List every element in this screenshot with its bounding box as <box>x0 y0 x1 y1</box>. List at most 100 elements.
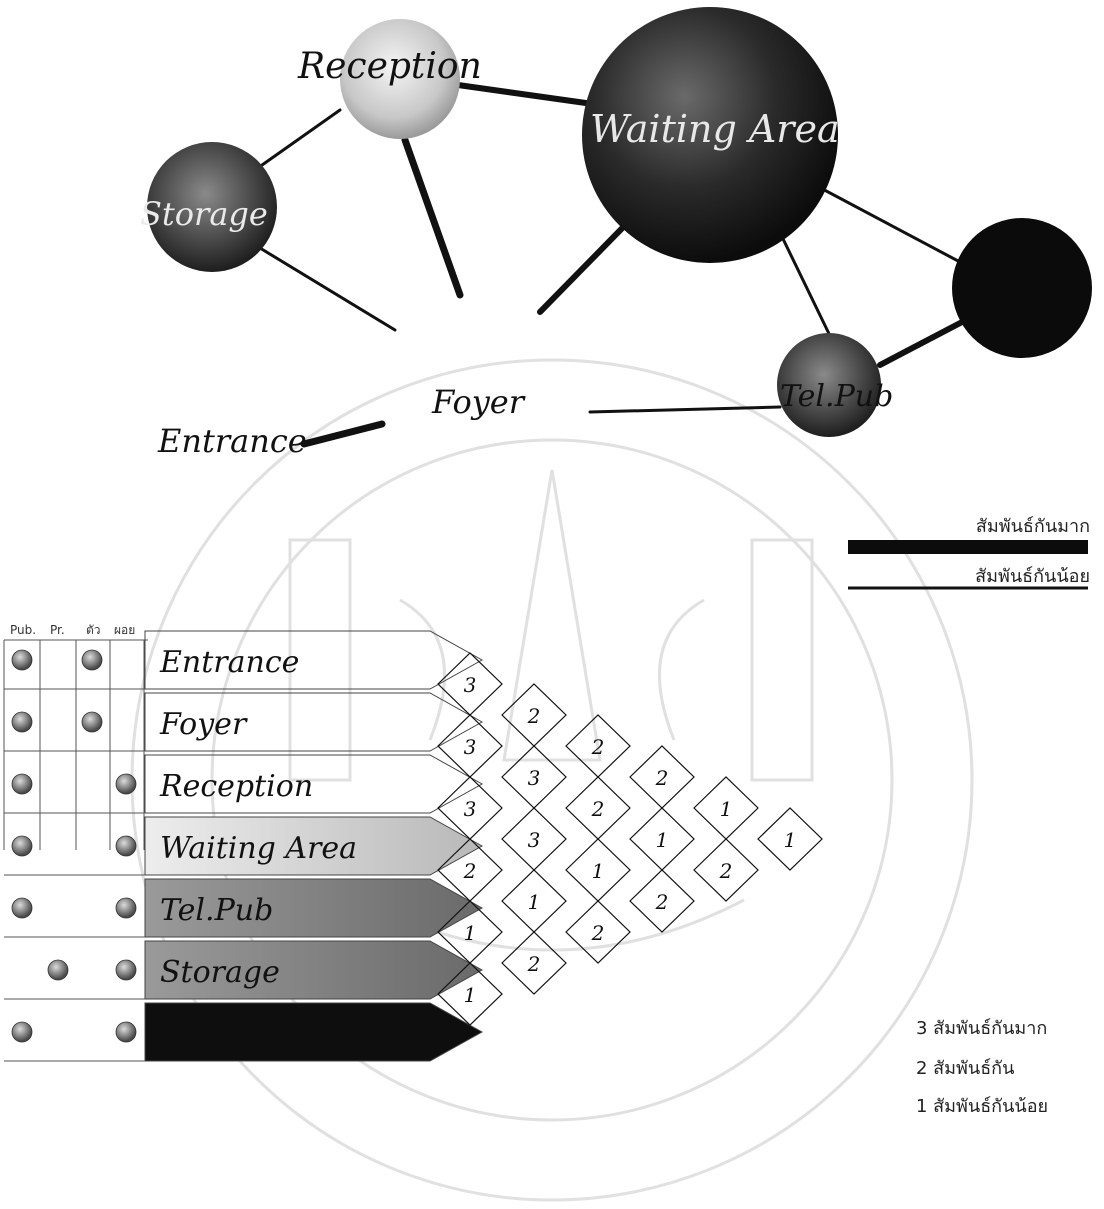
matrix-row-label: Reception <box>159 769 313 804</box>
legend-number-3: 3 สัมพันธ์กันมาก <box>916 1018 1047 1039</box>
matrix-cell <box>629 807 695 871</box>
matrix-row-dot <box>81 711 103 733</box>
matrix-cell <box>693 776 759 840</box>
label-entrance: Entrance <box>157 422 307 460</box>
matrix-row-label: Foyer <box>159 707 248 742</box>
legend-weak-label: สัมพันธ์กันน้อย <box>975 566 1090 587</box>
legend-strong-label: สัมพันธ์กันมาก <box>976 516 1090 537</box>
matrix-cell <box>437 962 503 1026</box>
link-entrance-foyer <box>300 420 386 448</box>
label-foyer: Foyer <box>431 383 526 421</box>
bubbles <box>147 7 1092 437</box>
link-foyer-telpub <box>588 405 782 414</box>
matrix-row-shape <box>144 816 484 876</box>
matrix-cell-value: 1 <box>656 828 669 852</box>
matrix-left-grid <box>3 639 148 850</box>
matrix-cell <box>437 900 503 964</box>
matrix-row-dot <box>115 1021 137 1043</box>
matrix-cell-value: 2 <box>591 921 605 945</box>
link-reception-waiting <box>455 82 603 108</box>
label-storage: Storage <box>140 195 268 233</box>
matrix-row-dot <box>81 649 103 671</box>
matrix-row-dot <box>11 773 33 795</box>
matrix-cell-value: 2 <box>527 704 541 728</box>
matrix-cell <box>501 683 567 747</box>
matrix-cell-value: 2 <box>591 735 605 759</box>
matrix-cell-value: 3 <box>464 797 477 821</box>
matrix-row-shape <box>144 1002 484 1062</box>
matrix-row-shape <box>144 940 484 1000</box>
number-legend: 3 สัมพันธ์กันมาก 2 สัมพันธ์กัน 1 สัมพันธ… <box>916 1018 1048 1117</box>
bubble-reception <box>340 19 460 139</box>
matrix-cell <box>501 807 567 871</box>
matrix-row-shape <box>144 878 484 938</box>
matrix-cell-value: 3 <box>464 673 477 697</box>
matrix-row-label: Waiting Area <box>160 831 357 866</box>
matrix-cell-value: 1 <box>464 983 477 1007</box>
matrix-row-dot <box>115 897 137 919</box>
matrix-row-label: Tel.Pub <box>160 893 273 928</box>
matrix-cell-value: 2 <box>527 952 541 976</box>
matrix-cell-value: 1 <box>592 859 605 883</box>
header-col-tua: ตัว <box>86 623 101 637</box>
matrix-row-dot <box>11 835 33 857</box>
matrix-cell-value: 1 <box>528 890 541 914</box>
matrix-cell-value: 1 <box>464 921 477 945</box>
matrix-cell <box>437 714 503 778</box>
matrix-cell <box>437 652 503 716</box>
link-storage-foyer <box>253 243 397 332</box>
matrix-cell-value: 3 <box>464 735 477 759</box>
matrix-cell-value: 2 <box>655 890 669 914</box>
legend-number-1: 1 สัมพันธ์กันน้อย <box>916 1096 1048 1117</box>
bubble-telpub <box>777 333 881 437</box>
matrix-cell-value: 3 <box>528 766 541 790</box>
bubble-storage <box>147 142 277 272</box>
matrix-cell <box>565 900 631 964</box>
matrix-cell-value: 1 <box>784 828 797 852</box>
line-legend: สัมพันธ์กันมาก สัมพันธ์กันน้อย <box>848 516 1090 590</box>
legend-strong-line <box>848 540 1088 554</box>
matrix-cell-value: 2 <box>591 797 605 821</box>
matrix-row-dot <box>47 959 69 981</box>
matrix-row-dot <box>115 835 137 857</box>
label-telpub: Tel.Pub <box>780 379 893 414</box>
legend-number-2: 2 สัมพันธ์กัน <box>916 1058 1014 1079</box>
label-waiting-area: Waiting Area <box>590 107 840 151</box>
matrix-row-label: Storage <box>160 955 280 990</box>
matrix-cell <box>565 714 631 778</box>
matrix-cell-value: 3 <box>528 828 541 852</box>
matrix-row-dot <box>115 773 137 795</box>
bubble-toilet <box>952 218 1092 358</box>
matrix-row-shape <box>144 630 484 690</box>
bubble-labels: Reception Waiting Area Storage Foyer Ent… <box>140 46 893 460</box>
matrix-cell <box>629 745 695 809</box>
matrix-row-dot <box>11 711 33 733</box>
matrix-header: Pub. Pr. ตัว ผอย <box>10 623 135 637</box>
header-col-poi: ผอย <box>114 623 135 637</box>
header-col-pr: Pr. <box>50 623 65 637</box>
matrix-cell <box>565 776 631 840</box>
matrix-cell-value: 2 <box>719 859 733 883</box>
matrix-row-shape <box>144 754 484 814</box>
matrix-cell <box>565 838 631 902</box>
matrix-cell <box>501 931 567 995</box>
matrix-cell <box>437 838 503 902</box>
label-reception: Reception <box>297 46 482 87</box>
bubble-waiting-area <box>582 7 838 263</box>
matrix-cell <box>693 838 759 902</box>
matrix-cell <box>437 776 503 840</box>
matrix-row-shape <box>144 692 484 752</box>
matrix-cell-value: 2 <box>655 766 669 790</box>
matrix-cell <box>757 807 823 871</box>
matrix-cell <box>629 869 695 933</box>
watermark-seal <box>130 358 974 1202</box>
matrix-row-dot <box>115 959 137 981</box>
matrix-row-dot <box>11 897 33 919</box>
link-waiting-toilet <box>813 183 962 264</box>
matrix-row-label: Entrance <box>159 645 299 680</box>
matrix-cell <box>501 745 567 809</box>
matrix-row-dot <box>11 649 33 671</box>
